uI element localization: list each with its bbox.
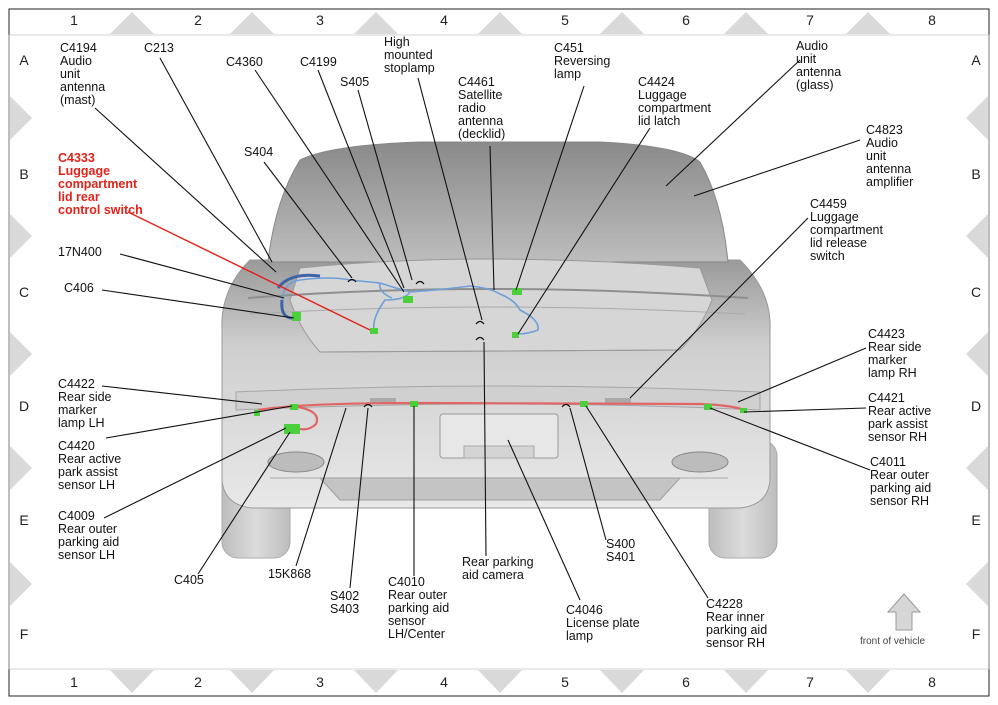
label-c4011: C4011 Rear outer parking aid sensor RH bbox=[870, 455, 932, 508]
grid-row-c-right: C bbox=[970, 284, 982, 300]
front-of-vehicle-arrow-icon bbox=[886, 593, 922, 631]
label-c4199: C4199 bbox=[300, 55, 337, 69]
top-border-markers bbox=[110, 12, 890, 34]
bottom-border-markers bbox=[110, 670, 890, 693]
label-c4046: C4046 License plate lamp bbox=[566, 603, 640, 643]
label-s405: S405 bbox=[340, 75, 370, 89]
grid-col-7-bottom: 7 bbox=[806, 674, 814, 690]
label-c4333-highlighted: C4333 Luggage compartment lid rear contr… bbox=[58, 151, 143, 217]
label-15k868: 15K868 bbox=[268, 567, 312, 581]
grid-col-1-bottom: 1 bbox=[70, 674, 78, 690]
label-17n400: 17N400 bbox=[58, 245, 102, 259]
label-c4422: C4422 Rear side marker lamp LH bbox=[58, 377, 112, 430]
highlight-leader-line bbox=[127, 211, 371, 331]
label-c4228: C4228 Rear inner parking aid sensor RH bbox=[706, 597, 768, 650]
left-border-markers bbox=[10, 96, 32, 606]
front-of-vehicle-note: front of vehicle bbox=[860, 636, 926, 647]
grid-col-3-top: 3 bbox=[316, 12, 324, 28]
label-c4194: C4194 Audio unit antenna (mast) bbox=[60, 41, 106, 107]
grid-col-8-top: 8 bbox=[928, 12, 936, 28]
grid-col-7-top: 7 bbox=[806, 12, 814, 28]
label-s400-s401: S400 S401 bbox=[606, 537, 636, 564]
grid-row-e-right: E bbox=[971, 512, 981, 528]
grid-col-2-bottom: 2 bbox=[194, 674, 202, 690]
grid-col-2-top: 2 bbox=[194, 12, 202, 28]
label-c4459: C4459 Luggage compartment lid release sw… bbox=[810, 197, 883, 263]
grid-row-b-right: B bbox=[971, 166, 981, 182]
label-audio-antenna-glass: Audio unit antenna (glass) bbox=[796, 39, 842, 92]
label-s404: S404 bbox=[244, 145, 274, 159]
label-c4461: C4461 Satellite radio antenna (decklid) bbox=[458, 75, 506, 141]
grid-col-6-bottom: 6 bbox=[682, 674, 690, 690]
grid-col-8-bottom: 8 bbox=[928, 674, 936, 690]
inner-border bbox=[8, 34, 990, 670]
grid-col-4-top: 4 bbox=[440, 12, 448, 28]
label-c4420: C4420 Rear active park assist sensor LH bbox=[58, 439, 122, 492]
label-c405: C405 bbox=[174, 573, 204, 587]
grid-row-b-left: B bbox=[19, 166, 29, 182]
label-c213: C213 bbox=[144, 41, 174, 55]
grid-col-5-top: 5 bbox=[561, 12, 569, 28]
grid-row-a-right: A bbox=[971, 52, 981, 68]
label-c4424: C4424 Luggage compartment lid latch bbox=[638, 75, 711, 128]
grid-row-c-left: C bbox=[18, 284, 30, 300]
label-c4010: C4010 Rear outer parking aid sensor LH/C… bbox=[388, 575, 450, 641]
label-c451: C451 Reversing lamp bbox=[554, 41, 611, 81]
grid-col-6-top: 6 bbox=[682, 12, 690, 28]
label-c4421: C4421 Rear active park assist sensor RH bbox=[868, 391, 932, 444]
grid-col-5-bottom: 5 bbox=[561, 674, 569, 690]
vehicle-rear-view bbox=[221, 141, 778, 559]
label-s402-s403: S402 S403 bbox=[330, 589, 360, 616]
label-high-mounted-stoplamp: High mounted stoplamp bbox=[384, 35, 435, 75]
grid-row-d-left: D bbox=[18, 398, 30, 414]
label-c4823: C4823 Audio unit antenna amplifier bbox=[866, 123, 914, 189]
grid-row-a-left: A bbox=[19, 52, 29, 68]
grid-row-e-left: E bbox=[19, 512, 29, 528]
label-c4009: C4009 Rear outer parking aid sensor LH bbox=[58, 509, 120, 562]
leader-lines bbox=[94, 57, 871, 601]
label-rear-parking-aid-camera: Rear parking aid camera bbox=[462, 555, 534, 582]
grid-col-1-top: 1 bbox=[70, 12, 78, 28]
label-c4423: C4423 Rear side marker lamp RH bbox=[868, 327, 922, 380]
label-c406: C406 bbox=[64, 281, 94, 295]
label-c4360: C4360 bbox=[226, 55, 263, 69]
grid-row-d-right: D bbox=[970, 398, 982, 414]
grid-col-3-bottom: 3 bbox=[316, 674, 324, 690]
grid-col-4-bottom: 4 bbox=[440, 674, 448, 690]
grid-row-f-left: F bbox=[19, 626, 29, 642]
right-border-markers bbox=[966, 96, 988, 606]
grid-row-f-right: F bbox=[971, 626, 981, 642]
